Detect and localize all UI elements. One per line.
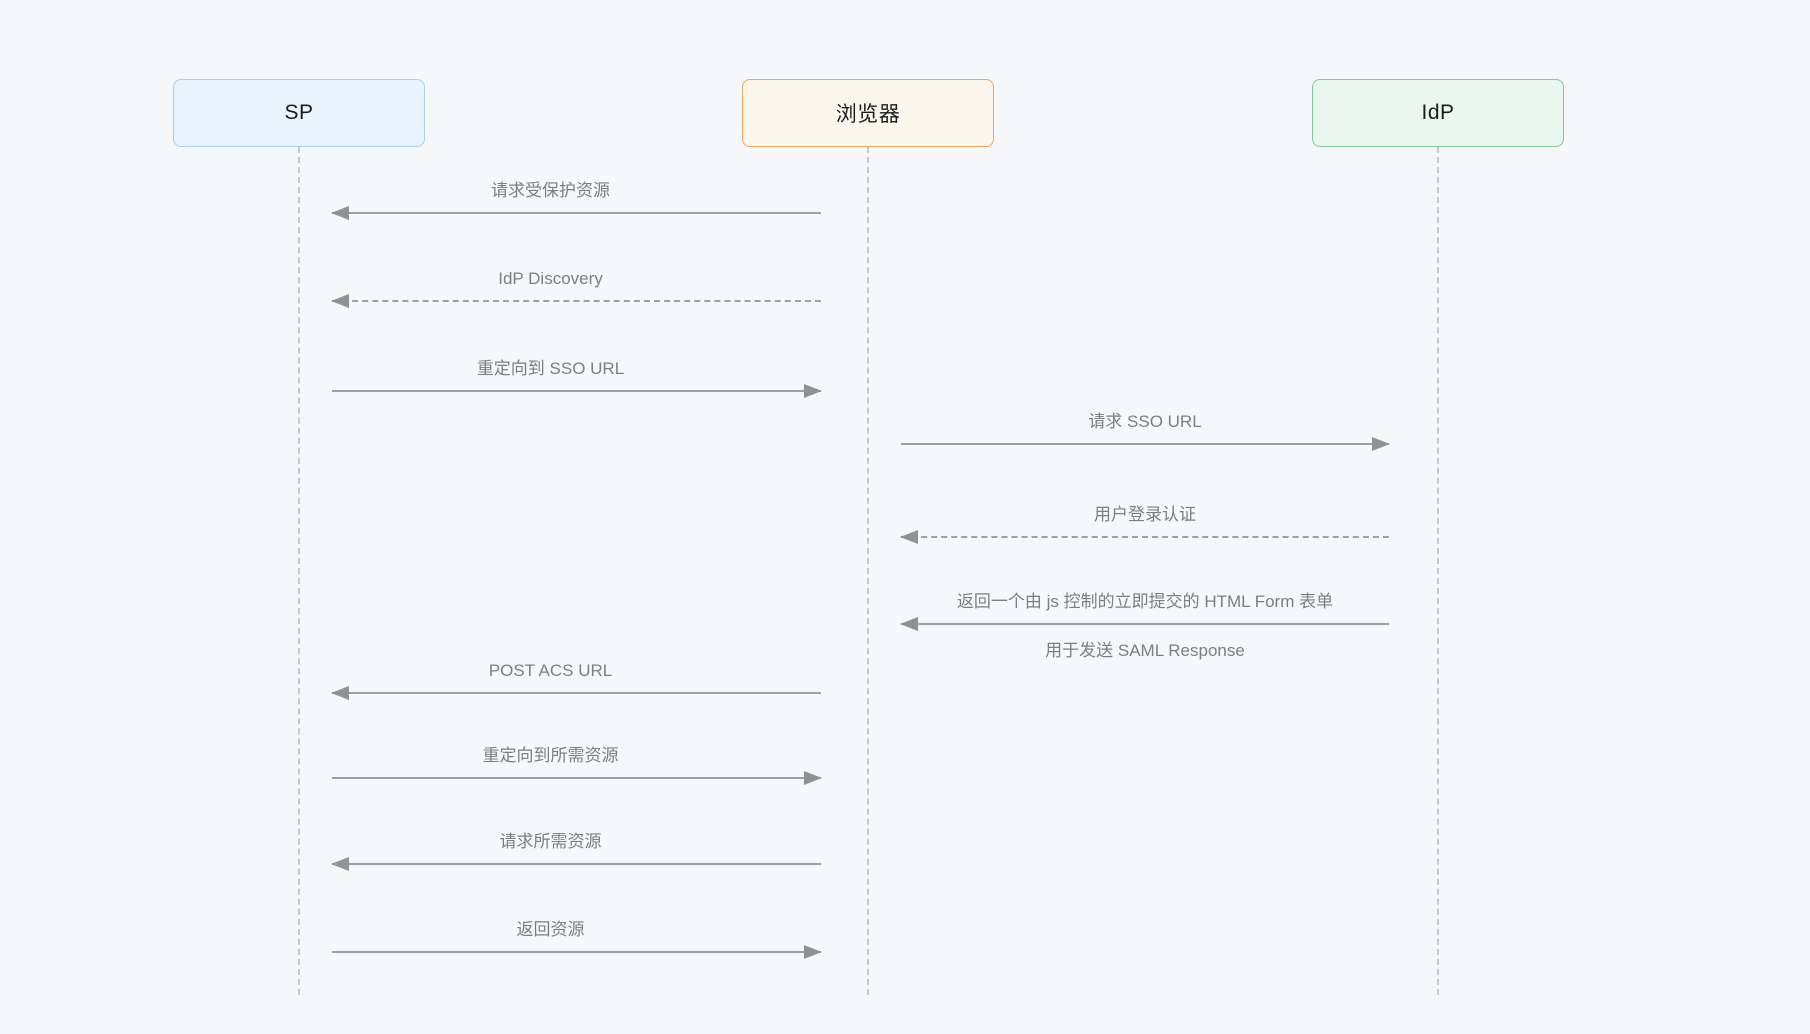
message-line — [331, 206, 821, 220]
message-label: 重定向到 SSO URL — [476, 359, 625, 378]
message: 重定向到所需资源 — [332, 743, 822, 785]
message: 请求所需资源 — [331, 829, 821, 871]
message-label: 返回资源 — [516, 920, 585, 939]
arrowhead-left-icon — [331, 206, 349, 220]
lifeline-browser — [867, 147, 869, 995]
message-line — [332, 945, 822, 959]
arrowhead-left-icon — [900, 530, 918, 544]
message-label: 重定向到所需资源 — [482, 746, 619, 765]
message: 重定向到 SSO URL — [332, 356, 822, 398]
message-line — [332, 384, 822, 398]
message: IdP Discovery — [331, 266, 821, 308]
actor-label: IdP — [1421, 101, 1455, 124]
arrowhead-right-icon — [804, 771, 822, 785]
message-label: IdP Discovery — [498, 269, 603, 288]
actor-sp: SP — [173, 79, 425, 147]
actor-label: SP — [284, 101, 314, 124]
message-label: POST ACS URL — [488, 661, 613, 680]
message-sublabel: 用于发送 SAML Response — [1045, 641, 1245, 660]
lifeline-sp — [298, 147, 300, 995]
actor-idp: IdP — [1312, 79, 1564, 147]
lifeline-idp — [1437, 147, 1439, 995]
arrowhead-left-icon — [900, 617, 918, 631]
message: 请求受保护资源 — [331, 178, 821, 220]
message-line — [332, 771, 822, 785]
message-line — [331, 294, 821, 308]
actor-label: 浏览器 — [835, 103, 901, 126]
arrowhead-left-icon — [331, 294, 349, 308]
message-line — [900, 617, 1389, 631]
arrowhead-left-icon — [331, 857, 349, 871]
message-label: 请求所需资源 — [499, 832, 602, 851]
message-label: 请求受保护资源 — [491, 181, 610, 200]
message-label: 用户登录认证 — [1094, 505, 1196, 524]
message: 用户登录认证 — [900, 502, 1389, 544]
arrowhead-right-icon — [1372, 437, 1390, 451]
message-line — [901, 437, 1390, 451]
message-line — [900, 530, 1389, 544]
message-line — [331, 857, 821, 871]
arrowhead-right-icon — [804, 384, 822, 398]
message-line — [331, 686, 821, 700]
message: 返回资源 — [332, 917, 822, 959]
actor-browser: 浏览器 — [742, 79, 994, 147]
message-label: 返回一个由 js 控制的立即提交的 HTML Form 表单 — [956, 592, 1334, 611]
message-label: 请求 SSO URL — [1088, 412, 1202, 431]
message: 请求 SSO URL — [901, 409, 1390, 451]
arrowhead-left-icon — [331, 686, 349, 700]
message: 返回一个由 js 控制的立即提交的 HTML Form 表单 用于发送 SAML… — [900, 589, 1389, 664]
message: POST ACS URL — [331, 658, 821, 700]
arrowhead-right-icon — [804, 945, 822, 959]
